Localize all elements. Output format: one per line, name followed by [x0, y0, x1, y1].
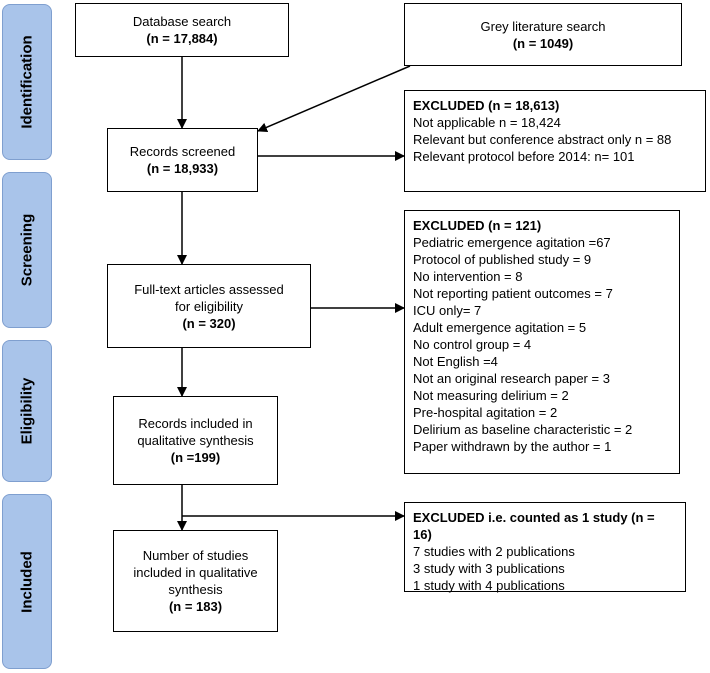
excluded-studies-box: EXCLUDED i.e. counted as 1 study (n = 16… [404, 502, 686, 593]
excluded-fulltext-item: Delirium as baseline characteristic = 2 [413, 422, 633, 437]
grey-literature-count: (n = 1049) [512, 35, 574, 51]
excluded-fulltext-item: Adult emergence agitation = 5 [413, 320, 587, 335]
excluded-fulltext-item: Protocol of published study = 9 [413, 252, 592, 267]
excluded-fulltext-box: EXCLUDED (n = 121) Pediatric emergence a… [404, 210, 680, 474]
records-screened-count: (n = 18,933) [146, 161, 219, 176]
excluded-fulltext-item: Pediatric emergence agitation =67 [413, 235, 611, 250]
excluded-studies-item: 7 studies with 2 publications [413, 544, 575, 559]
excluded-screening-title: EXCLUDED (n = 18,613) [413, 98, 560, 113]
excluded-studies-item: 3 study with 3 publications [413, 561, 565, 576]
studies-count: (n = 183) [168, 599, 223, 614]
excluded-fulltext-item: Not an original research paper = 3 [413, 371, 610, 386]
records-screened-label: Records screened [129, 144, 236, 159]
excluded-fulltext-item: Not English =4 [413, 354, 498, 369]
excluded-studies-item: 1 study with 4 publications [413, 578, 565, 593]
excluded-screening-item: Not applicable n = 18,424 [413, 115, 561, 130]
excluded-studies-title: EXCLUDED i.e. counted as 1 study (n = 16… [413, 510, 655, 542]
excluded-fulltext-item: Paper withdrawn by the author = 1 [413, 439, 612, 454]
qualitative-synthesis-box: Records included in qualitative synthesi… [113, 396, 278, 485]
excluded-fulltext-title: EXCLUDED (n = 121) [413, 218, 542, 233]
fulltext-count: (n = 320) [182, 315, 236, 331]
grey-literature-box: Grey literature search (n = 1049) [404, 3, 682, 66]
excluded-fulltext-item: ICU only= 7 [413, 303, 482, 318]
studies-label-3: synthesis [168, 582, 223, 597]
studies-label-1: Number of studies [142, 548, 249, 563]
studies-label-2: included in qualitative [133, 565, 258, 580]
excluded-fulltext-item: No intervention = 8 [413, 269, 523, 284]
qualitative-label-1: Records included in [138, 416, 253, 431]
phase-included: Included [2, 494, 52, 669]
arrow-grey-to-screened [257, 65, 411, 133]
excluded-screening-box: EXCLUDED (n = 18,613) Not applicable n =… [404, 90, 706, 192]
records-screened-box: Records screened (n = 18,933) [107, 128, 258, 192]
excluded-screening-item: Relevant but conference abstract only n … [413, 132, 672, 147]
database-search-label: Database search [132, 14, 232, 29]
fulltext-label-1: Full-text articles assessed [134, 281, 284, 297]
database-search-count: (n = 17,884) [146, 31, 218, 46]
fulltext-box: Full-text articles assessed for eligibil… [107, 264, 311, 348]
fulltext-label-2: for eligibility [175, 298, 243, 314]
phase-screening: Screening [2, 172, 52, 328]
excluded-fulltext-item: Pre-hospital agitation = 2 [413, 405, 558, 420]
phase-identification: Identification [2, 4, 52, 160]
grey-literature-label: Grey literature search [480, 18, 606, 34]
excluded-fulltext-item: No control group = 4 [413, 337, 532, 352]
qualitative-label-2: qualitative synthesis [137, 433, 254, 448]
excluded-screening-item: Relevant protocol before 2014: n= 101 [413, 149, 635, 164]
qualitative-count: (n =199) [170, 450, 221, 465]
phase-eligibility: Eligibility [2, 340, 52, 482]
excluded-fulltext-item: Not reporting patient outcomes = 7 [413, 286, 613, 301]
excluded-fulltext-item: Not measuring delirium = 2 [413, 388, 569, 403]
database-search-box: Database search (n = 17,884) [75, 3, 289, 57]
studies-included-box: Number of studies included in qualitativ… [113, 530, 278, 632]
